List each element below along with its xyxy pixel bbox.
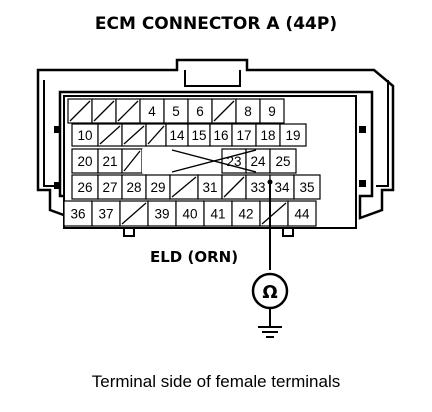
probe-contact	[267, 179, 273, 185]
empty-terminal-slash	[147, 125, 165, 145]
empty-terminal-slash	[261, 202, 287, 225]
empty-terminal-slash	[121, 202, 147, 225]
terminal-number: 17	[236, 128, 251, 143]
empty-terminal-slash	[171, 176, 197, 198]
terminal-cell	[182, 149, 202, 173]
terminal-number: 33	[250, 180, 265, 195]
terminal-number: 42	[238, 207, 253, 222]
bottom-tab-left	[123, 228, 135, 237]
terminal-cell	[147, 200, 177, 227]
empty-terminal-slash	[99, 125, 121, 145]
connector-latch	[184, 70, 241, 87]
terminal-number: 29	[150, 180, 165, 195]
ohm-symbol: Ω	[262, 282, 277, 303]
empty-terminal-slash	[123, 125, 145, 145]
blank-area-x-line-2	[171, 149, 257, 173]
terminal-cell	[162, 149, 182, 173]
terminal-number: 18	[260, 128, 275, 143]
connector-right-ear	[376, 80, 389, 187]
diagram-caption: Terminal side of female terminals	[91, 372, 341, 391]
empty-terminal-slash	[117, 100, 139, 122]
bottom-tab-right	[282, 228, 294, 237]
terminal-number: 19	[285, 128, 300, 143]
terminal-cell	[269, 148, 297, 174]
empty-terminal-slash	[223, 176, 245, 198]
terminal-number: 34	[274, 180, 290, 195]
left-key-1	[54, 126, 61, 133]
terminal-number: 26	[77, 180, 92, 195]
terminal-cell	[287, 200, 317, 227]
terminal-number: 5	[172, 104, 180, 119]
connector-housing	[36, 58, 395, 220]
terminal-number: 27	[102, 180, 117, 195]
terminal-number: 39	[154, 207, 169, 222]
terminal-cell	[63, 200, 93, 227]
right-key-2	[359, 180, 366, 187]
terminal-number: 21	[102, 154, 117, 169]
terminal-number: 10	[77, 128, 92, 143]
terminal-number: 20	[77, 154, 92, 169]
terminal-number: 14	[169, 128, 185, 143]
terminal-number: 16	[213, 128, 228, 143]
terminal-number: 9	[268, 104, 276, 119]
diagram-title: ECM CONNECTOR A (44P)	[94, 14, 338, 34]
ground-symbol	[258, 326, 282, 338]
terminal-cell	[231, 200, 261, 227]
terminal-number: 4	[148, 104, 156, 119]
wire-label: ELD (ORN)	[150, 248, 238, 266]
terminal-number: 36	[70, 207, 85, 222]
terminal-number: 37	[98, 207, 113, 222]
terminal-cell	[279, 123, 307, 147]
terminal-cell	[293, 174, 321, 200]
terminal-number: 41	[210, 207, 225, 222]
terminal-cell	[142, 149, 162, 173]
right-key-1	[359, 126, 366, 133]
terminal-number: 44	[294, 207, 310, 222]
empty-terminal-slash	[123, 150, 141, 172]
terminal-cell	[235, 98, 261, 124]
connector-left-ear	[43, 80, 56, 187]
empty-terminal-slash	[93, 100, 115, 122]
terminal-number: 25	[275, 154, 290, 169]
terminal-number: 8	[244, 104, 252, 119]
terminal-number: 28	[126, 180, 141, 195]
terminal-number: 35	[299, 180, 314, 195]
terminal-number: 15	[191, 128, 206, 143]
terminal-cell	[259, 98, 285, 124]
empty-terminal-slash	[213, 100, 235, 122]
terminal-number: 6	[196, 104, 204, 119]
terminal-cell	[97, 174, 123, 200]
terminal-number: 31	[202, 180, 217, 195]
empty-terminal-slash	[69, 100, 91, 122]
terminal-cell	[121, 174, 147, 200]
terminal-number: 24	[250, 154, 266, 169]
terminal-cell	[245, 174, 271, 200]
terminal-number: 40	[182, 207, 197, 222]
left-key-2	[54, 182, 61, 189]
